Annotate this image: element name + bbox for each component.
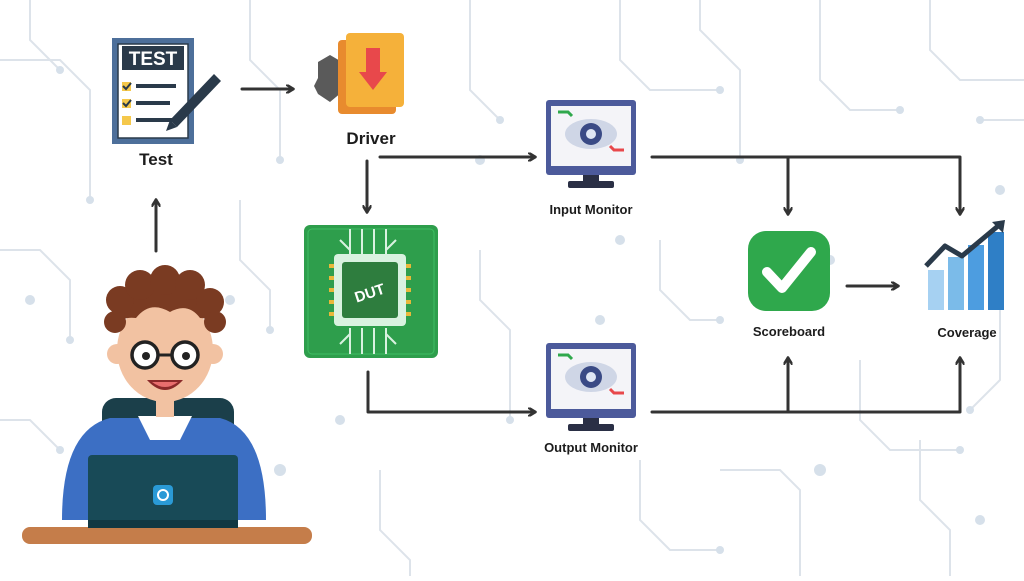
scoreboard-label: Scoreboard bbox=[752, 324, 826, 339]
test-sheet-header: TEST bbox=[129, 49, 178, 70]
arrow-output-monitor-to-coverage bbox=[650, 358, 960, 414]
input-monitor-icon bbox=[546, 100, 636, 188]
test-sheet-icon: TEST bbox=[112, 38, 221, 144]
arrow-input-monitor-to-coverage bbox=[650, 155, 960, 214]
checkmark-icon bbox=[748, 231, 830, 311]
output-monitor-label: Output Monitor bbox=[544, 440, 638, 455]
input-monitor-label: Input Monitor bbox=[549, 202, 633, 217]
arrow-dut-to-output-monitor bbox=[366, 370, 535, 412]
driver-icon bbox=[314, 33, 404, 114]
dut-chip-icon: DUT bbox=[304, 225, 438, 358]
driver-label: Driver bbox=[346, 129, 396, 148]
engineer-with-laptop bbox=[22, 265, 312, 544]
output-monitor-icon bbox=[546, 343, 636, 431]
flow-arrows bbox=[156, 89, 960, 412]
test-label: Test bbox=[139, 150, 173, 169]
coverage-label: Coverage bbox=[937, 325, 997, 340]
rising-bar-chart-icon bbox=[924, 220, 1005, 310]
